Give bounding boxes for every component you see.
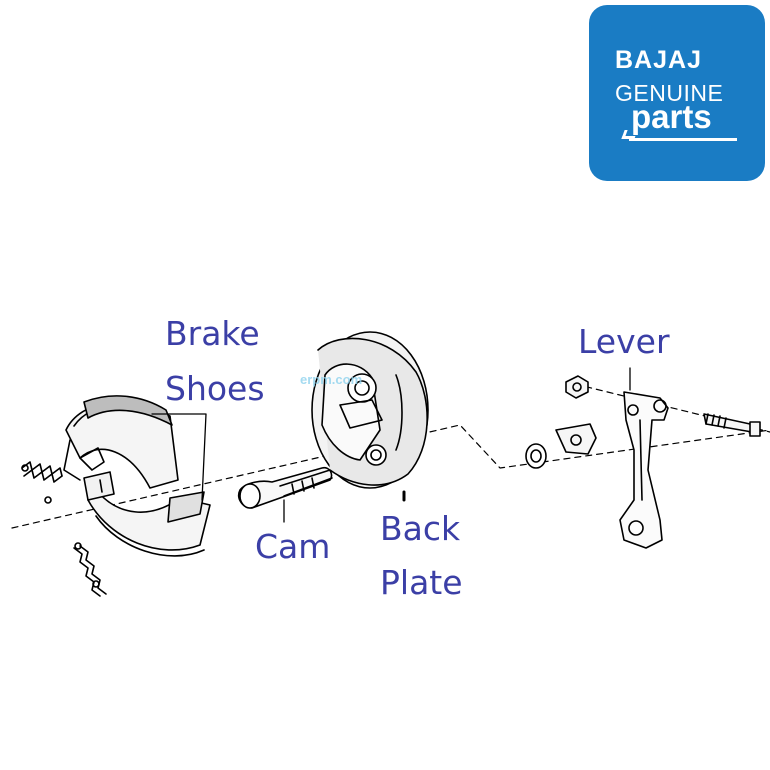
lower-spring — [73, 542, 107, 597]
cam — [237, 466, 333, 509]
lever — [619, 391, 669, 549]
label-plate: Plate — [380, 563, 463, 602]
bajaj-genuine-parts-logo: BAJAJ GENUINE parts — [589, 5, 765, 181]
label-cam: Cam — [255, 527, 331, 566]
brake-shoes — [63, 395, 211, 557]
nut — [565, 375, 589, 399]
label-lever: Lever — [578, 322, 670, 361]
watermark: erpm.com — [300, 372, 363, 387]
label-back: Back — [380, 509, 461, 548]
logo-parts: parts — [631, 98, 712, 135]
logo-brand: BAJAJ — [615, 46, 702, 74]
label-shoes: Shoes — [165, 369, 265, 408]
bolt — [703, 413, 761, 437]
back-plate — [311, 331, 429, 502]
washer — [525, 443, 547, 469]
brake-shoes-leader — [151, 413, 207, 501]
label-brake: Brake — [165, 314, 260, 353]
upper-spring — [21, 461, 63, 504]
logo-genuine: GENUINE — [615, 80, 724, 106]
logo-underline — [629, 138, 737, 141]
lever-plate — [555, 423, 597, 455]
